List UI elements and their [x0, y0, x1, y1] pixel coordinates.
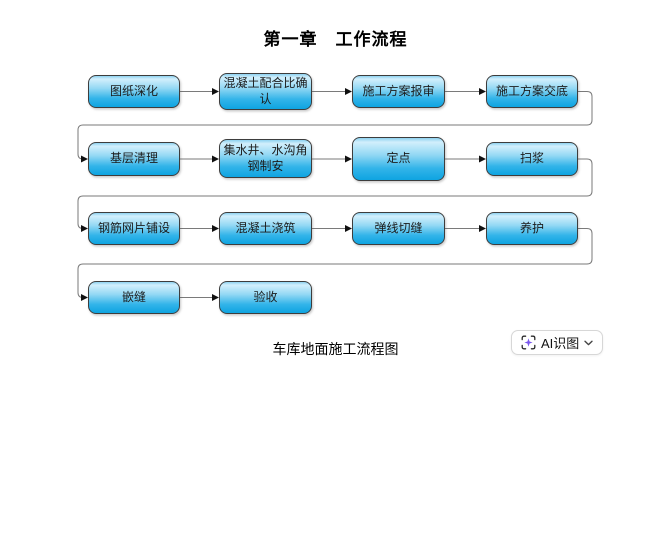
flow-box-r2c2: 集水井、水沟角钢制安 [219, 139, 312, 178]
flow-box-r1c3: 施工方案报审 [352, 75, 445, 108]
flow-box-r2c3: 定点 [352, 137, 445, 181]
flow-box-r4c1: 嵌缝 [88, 281, 180, 314]
flow-box-r2c4: 扫浆 [486, 142, 578, 176]
flow-box-r3c1: 钢筋网片铺设 [88, 212, 180, 245]
flow-box-r3c4: 养护 [486, 212, 578, 245]
chevron-down-icon [584, 340, 593, 345]
flow-box-r1c1: 图纸深化 [88, 75, 180, 108]
flow-box-r2c1: 基层清理 [88, 142, 180, 176]
flow-box-r1c4: 施工方案交底 [486, 75, 578, 108]
flow-box-r3c3: 弹线切缝 [352, 212, 445, 245]
flow-box-r4c2: 验收 [219, 281, 312, 314]
flowchart-caption: 车库地面施工流程图 [272, 343, 399, 358]
page-title: 第一章 工作流程 [263, 30, 408, 49]
flow-box-r3c2: 混凝土浇筑 [219, 212, 312, 245]
ai-button-label: AI识图 [541, 336, 580, 351]
scan-sparkle-icon [521, 335, 536, 350]
flow-box-r1c2: 混凝土配合比确认 [219, 73, 312, 110]
ai-recognize-button[interactable]: AI识图 [511, 330, 604, 355]
